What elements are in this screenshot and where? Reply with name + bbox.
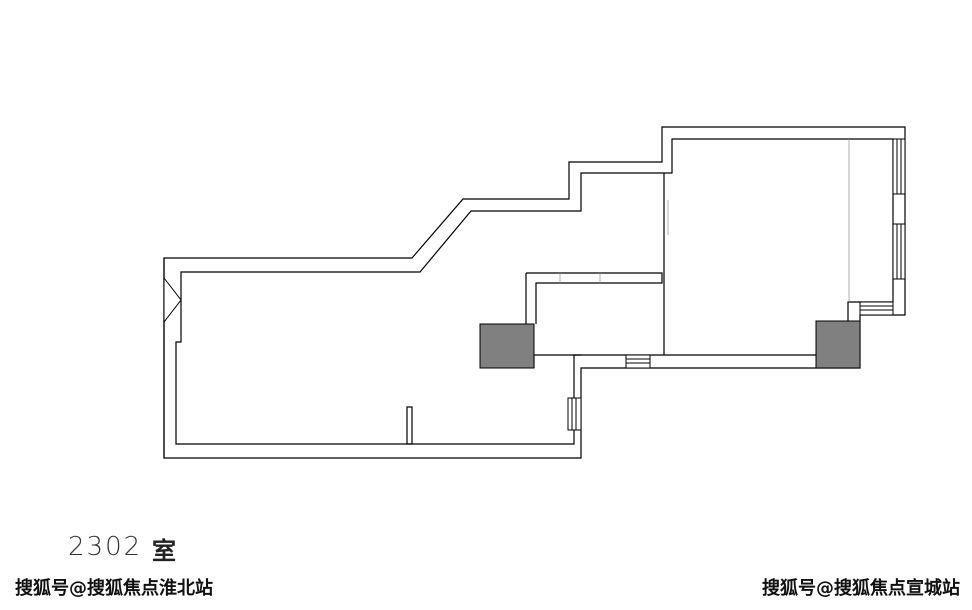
room-suffix: 室 bbox=[152, 537, 176, 565]
window-corner bbox=[859, 301, 894, 316]
entry-door bbox=[163, 276, 182, 324]
window-right-mid bbox=[892, 223, 906, 280]
outer-wall bbox=[163, 126, 906, 459]
window-bottom bbox=[567, 397, 582, 431]
column-right bbox=[815, 320, 861, 369]
partition-wall bbox=[526, 272, 663, 324]
inner-wall bbox=[175, 138, 894, 445]
column-left bbox=[479, 323, 535, 369]
watermark-left: 搜狐号@搜狐焦点淮北站 bbox=[15, 578, 213, 599]
window-corridor bbox=[625, 354, 651, 369]
watermark-right: 搜狐号@搜狐焦点宣城站 bbox=[762, 578, 960, 599]
window-right-top bbox=[892, 138, 906, 195]
room-number: 2302 bbox=[68, 532, 143, 562]
wall-stub bbox=[406, 406, 413, 445]
